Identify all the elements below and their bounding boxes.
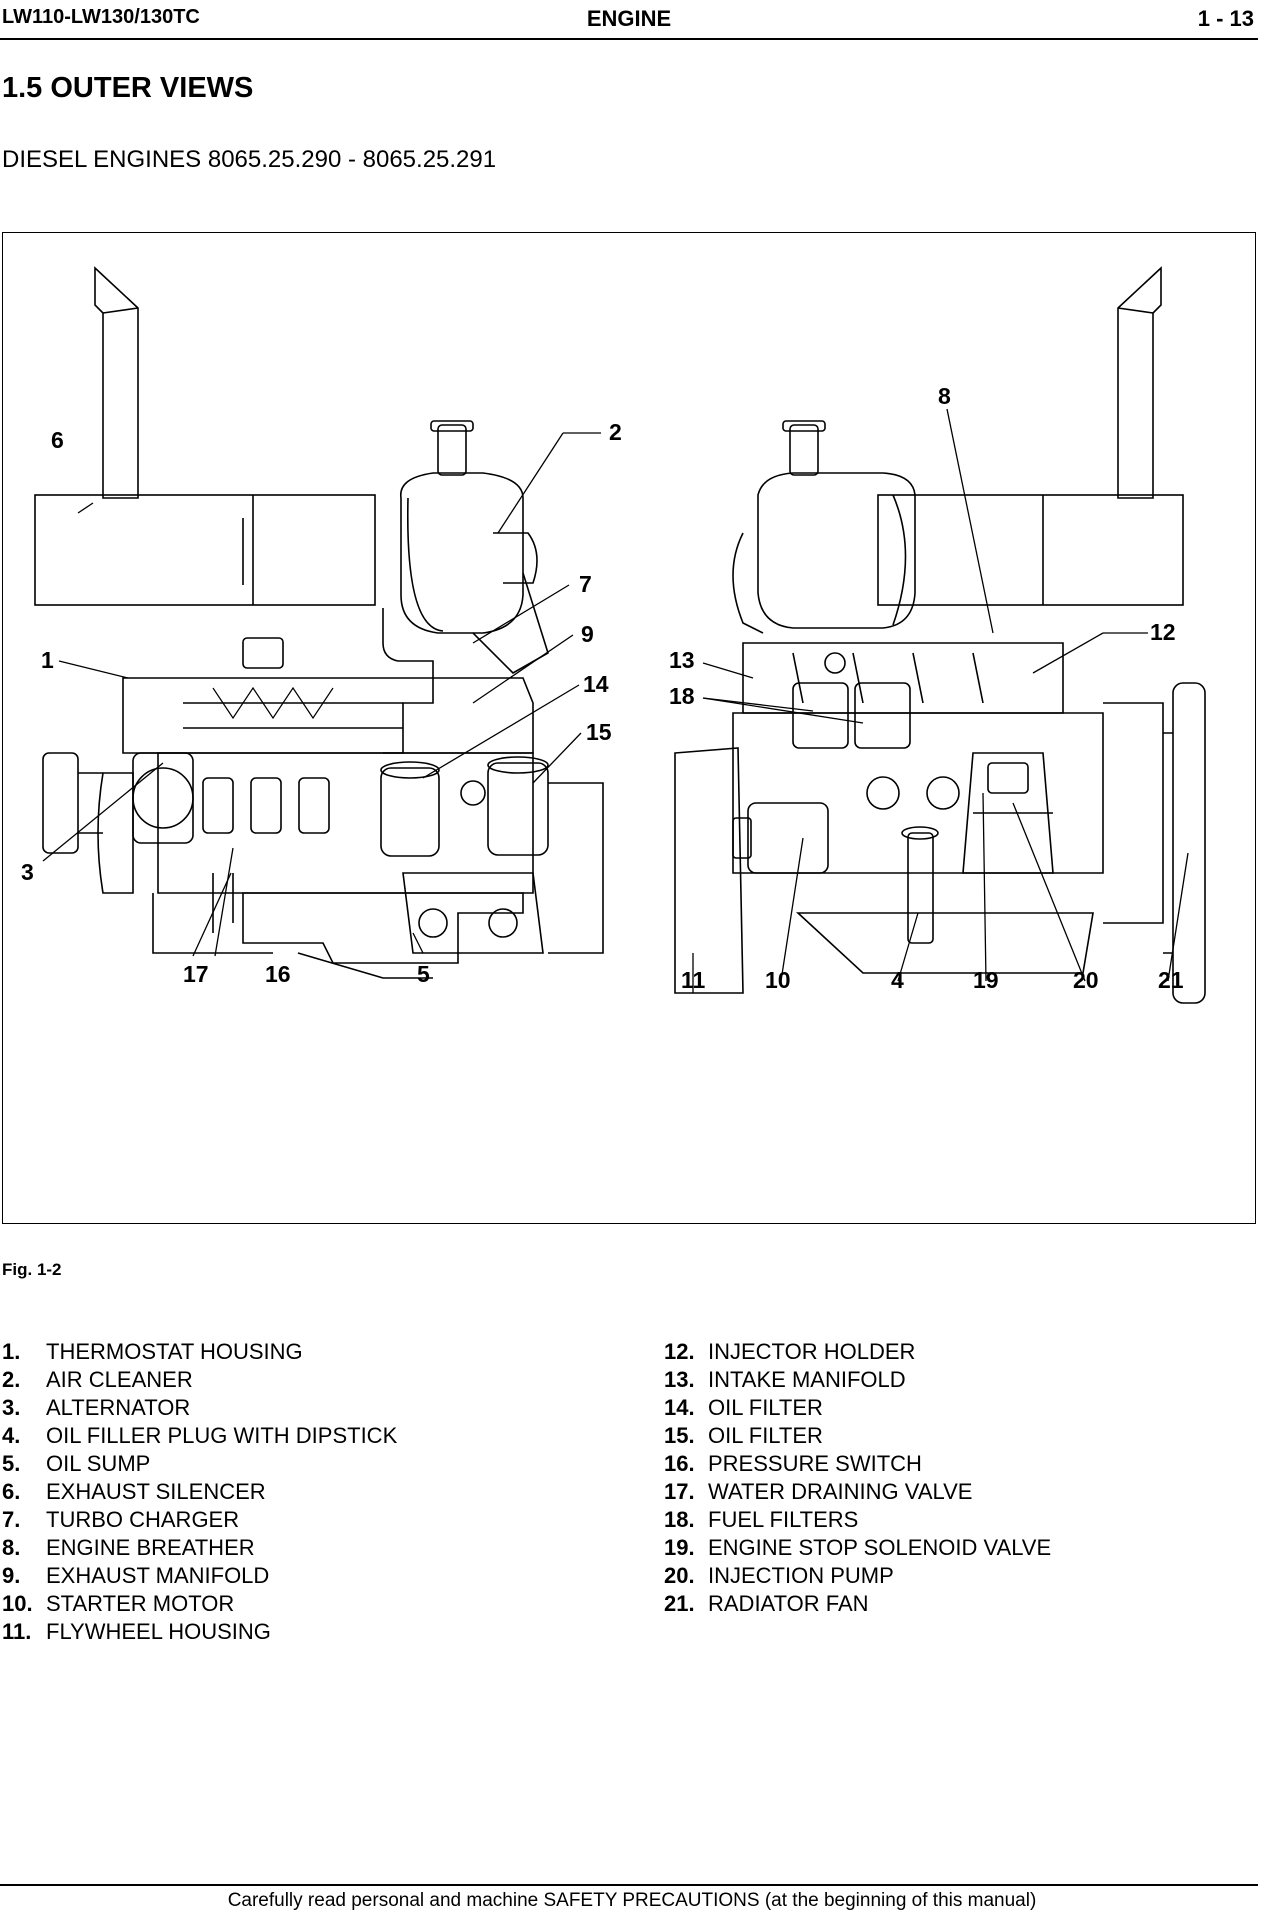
legend-item: 4.OIL FILLER PLUG WITH DIPSTICK [2,1423,398,1448]
callout-9: 9 [581,621,594,647]
legend-right-column: 12.INJECTOR HOLDER 13.INTAKE MANIFOLD 14… [664,1338,1051,1618]
callout-21: 21 [1158,967,1184,993]
legend-item: 18.FUEL FILTERS [664,1507,859,1532]
legend-item: 20.INJECTION PUMP [664,1563,894,1588]
legend-left-column: 1.THERMOSTAT HOUSING 2.AIR CLEANER 3.ALT… [2,1338,397,1646]
footer-rule [0,1884,1258,1886]
callout-4: 4 [891,967,904,993]
legend-item: 3.ALTERNATOR [2,1395,191,1420]
callout-8: 8 [938,383,951,409]
callout-11: 11 [681,967,706,993]
legend-item: 1.THERMOSTAT HOUSING [2,1339,303,1364]
page-header: LW110-LW130/130TC ENGINE 1 - 13 [0,4,1258,40]
callout-7: 7 [579,571,592,597]
header-model: LW110-LW130/130TC [2,6,200,28]
legend-item: 21.RADIATOR FAN [664,1591,869,1616]
engine-drawing [34,266,1206,1004]
header-chapter: ENGINE [586,6,672,31]
callout-3: 3 [21,859,34,885]
callout-15: 15 [586,719,612,745]
legend-item: 5.OIL SUMP [2,1451,151,1476]
legend-item: 2.AIR CLEANER [2,1367,193,1392]
header-page-number: 1 - 13 [1197,6,1254,31]
legend-item: 11.FLYWHEEL HOUSING [2,1619,271,1644]
callout-19: 19 [973,967,999,993]
legend-item: 17.WATER DRAINING VALVE [664,1479,973,1504]
callout-20: 20 [1073,967,1099,993]
legend-item: 7.TURBO CHARGER [2,1507,240,1532]
legend-item: 16.PRESSURE SWITCH [664,1451,922,1476]
legend-item: 15.OIL FILTER [664,1423,823,1448]
legend-item: 13.INTAKE MANIFOLD [664,1367,906,1392]
callout-17: 17 [183,961,209,987]
callout-18: 18 [669,683,695,709]
legend-item: 6.EXHAUST SILENCER [2,1479,266,1504]
legend-item: 9.EXHAUST MANIFOLD [2,1563,270,1588]
callout-1: 1 [41,647,54,673]
leader-lines [42,408,1189,993]
callout-10: 10 [765,967,791,993]
engine-figure: 6 2 7 1 9 14 15 3 17 16 5 8 12 13 18 11 … [2,232,1256,1224]
callout-5: 5 [417,961,430,987]
legend-item: 19.ENGINE STOP SOLENOID VALVE [664,1535,1052,1560]
engine-right-view [674,266,1206,1004]
legend-item: 14.OIL FILTER [664,1395,823,1420]
callout-2: 2 [609,419,622,445]
callout-13: 13 [669,647,695,673]
section-title: 1.5 OUTER VIEWS [2,72,254,104]
footer-safety-note: Carefully read personal and machine SAFE… [227,1890,1037,1911]
legend-item: 10.STARTER MOTOR [2,1591,235,1616]
engine-models-subtitle: DIESEL ENGINES 8065.25.290 - 8065.25.291 [2,146,497,173]
callout-6: 6 [51,427,64,453]
legend-item: 12.INJECTOR HOLDER [664,1339,916,1364]
legend-item: 8.ENGINE BREATHER [2,1535,255,1560]
callout-12: 12 [1150,619,1176,645]
callout-14: 14 [583,671,609,697]
callout-16: 16 [265,961,291,987]
figure-caption: Fig. 1-2 [2,1260,62,1279]
engine-left-view [34,266,604,979]
